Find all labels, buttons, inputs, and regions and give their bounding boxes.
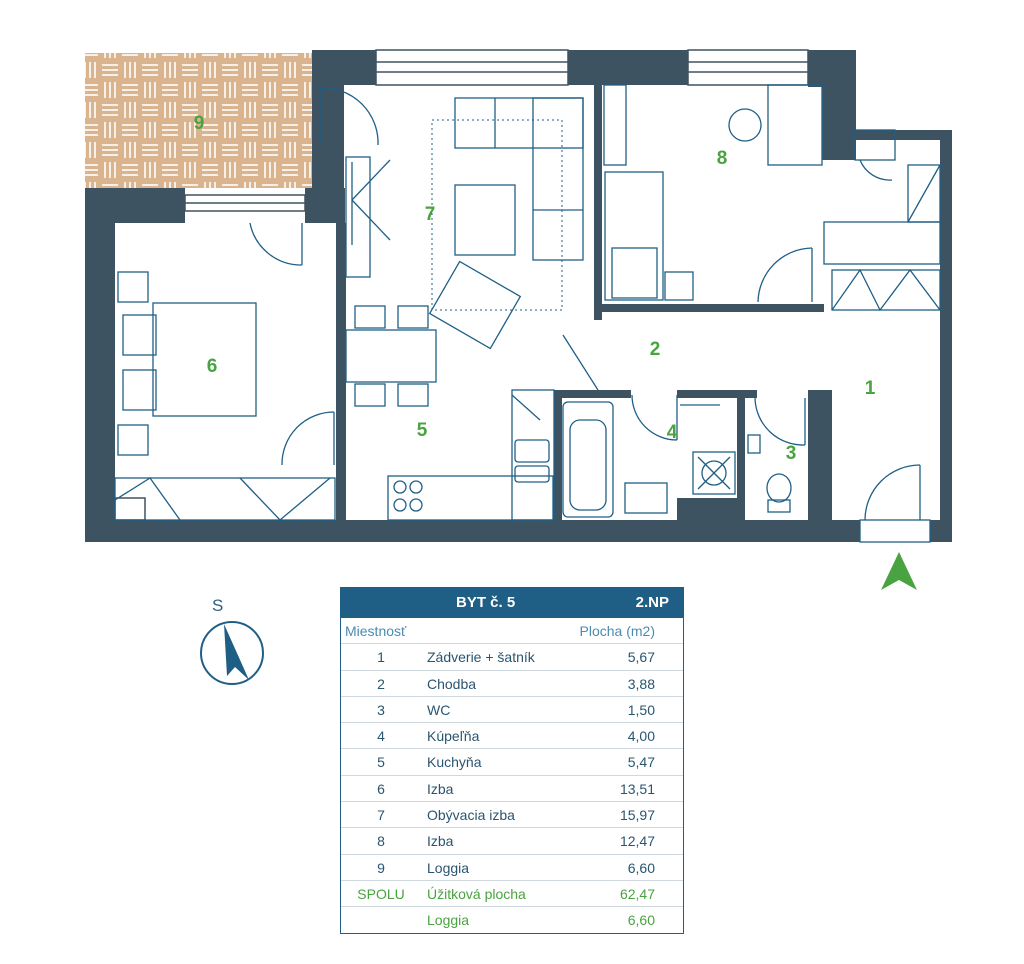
- table-row: 8 Izba 12,47: [341, 828, 683, 855]
- row-num: 5: [377, 754, 385, 771]
- table-row: 4 Kúpeľňa 4,00: [341, 723, 683, 750]
- row-area: 5,67: [627, 649, 655, 666]
- dining-table: [345, 329, 437, 383]
- table-row: 6 Izba 13,51: [341, 776, 683, 803]
- row-num: 7: [377, 807, 385, 824]
- col-room-header: Miestnosť: [345, 623, 407, 639]
- table-row: 3 WC 1,50: [341, 697, 683, 724]
- table-loggia-row: Loggia 6,60: [341, 907, 683, 932]
- room-number-6: 6: [207, 356, 218, 377]
- bed: [152, 302, 257, 417]
- row-area: 15,97: [619, 807, 655, 824]
- row-area: 3,88: [627, 675, 655, 692]
- loggia-total-name: Loggia: [427, 912, 470, 929]
- compass-ring-icon: [200, 621, 264, 685]
- floor-label: 2.NP: [635, 594, 669, 611]
- row-area: 1,50: [627, 701, 655, 718]
- row-num: 1: [377, 649, 385, 666]
- wardrobe: [114, 477, 336, 521]
- table-row: 7 Obývacia izba 15,97: [341, 802, 683, 829]
- sofa: [454, 97, 584, 149]
- row-num: 9: [377, 859, 385, 876]
- room-number-1: 1: [865, 378, 876, 399]
- row-num: 6: [377, 780, 385, 797]
- total-name: Úžitková plocha: [427, 885, 526, 902]
- room-number-8: 8: [717, 148, 728, 169]
- table-column-headers: Miestnosť Plocha (m2): [341, 618, 683, 645]
- row-name: Loggia: [427, 859, 470, 876]
- row-num: 2: [377, 675, 385, 692]
- flat-title: BYT č. 5: [456, 594, 516, 611]
- row-num: 3: [377, 701, 385, 718]
- row-area: 6,60: [627, 859, 655, 876]
- room-number-2: 2: [650, 339, 661, 360]
- entrance-arrow-icon: [881, 552, 917, 590]
- room-number-9: 9: [194, 113, 205, 134]
- table-row: 9 Loggia 6,60: [341, 855, 683, 881]
- row-name: Obývacia izba: [427, 807, 515, 824]
- compass-needle-icon: [224, 624, 249, 680]
- row-name: Izba: [427, 833, 454, 850]
- bathtub: [562, 401, 614, 518]
- room-number-4: 4: [667, 422, 678, 443]
- row-num: 8: [377, 833, 385, 850]
- bed-room8: [604, 171, 664, 301]
- row-name: WC: [427, 701, 451, 718]
- table-header: BYT č. 5 2.NP: [341, 588, 683, 618]
- row-area: 13,51: [619, 780, 655, 797]
- row-name: Izba: [427, 780, 454, 797]
- walls: [85, 50, 952, 542]
- room-number-5: 5: [417, 420, 428, 441]
- table-total-row: SPOLU Úžitková plocha 62,47: [341, 881, 683, 908]
- room-number-3: 3: [786, 443, 797, 464]
- toilet: [766, 473, 792, 503]
- row-area: 4,00: [627, 728, 655, 745]
- total-area: 62,47: [619, 885, 655, 902]
- row-name: Kuchyňa: [427, 754, 482, 771]
- row-name: Zádverie + šatník: [427, 649, 535, 666]
- furniture: [114, 84, 941, 543]
- row-num: 4: [377, 728, 385, 745]
- total-label: SPOLU: [357, 885, 405, 902]
- loggia-total-area: 6,60: [627, 912, 655, 929]
- table-row: 5 Kuchyňa 5,47: [341, 749, 683, 776]
- area-table: BYT č. 5 2.NP Miestnosť Plocha (m2) 1 Zád…: [340, 587, 684, 934]
- windows: [184, 49, 809, 212]
- row-name: Kúpeľňa: [427, 728, 480, 745]
- loggia-floor: [85, 53, 312, 188]
- kitchen-counter: [387, 475, 554, 521]
- compass-letter: S: [212, 596, 223, 615]
- table-row: 2 Chodba 3,88: [341, 671, 683, 697]
- table-row: 1 Zádverie + šatník 5,67: [341, 644, 683, 671]
- col-area-header: Plocha (m2): [579, 623, 655, 639]
- row-area: 5,47: [627, 754, 655, 771]
- room-number-7: 7: [425, 204, 436, 225]
- row-area: 12,47: [619, 833, 655, 850]
- row-name: Chodba: [427, 675, 477, 692]
